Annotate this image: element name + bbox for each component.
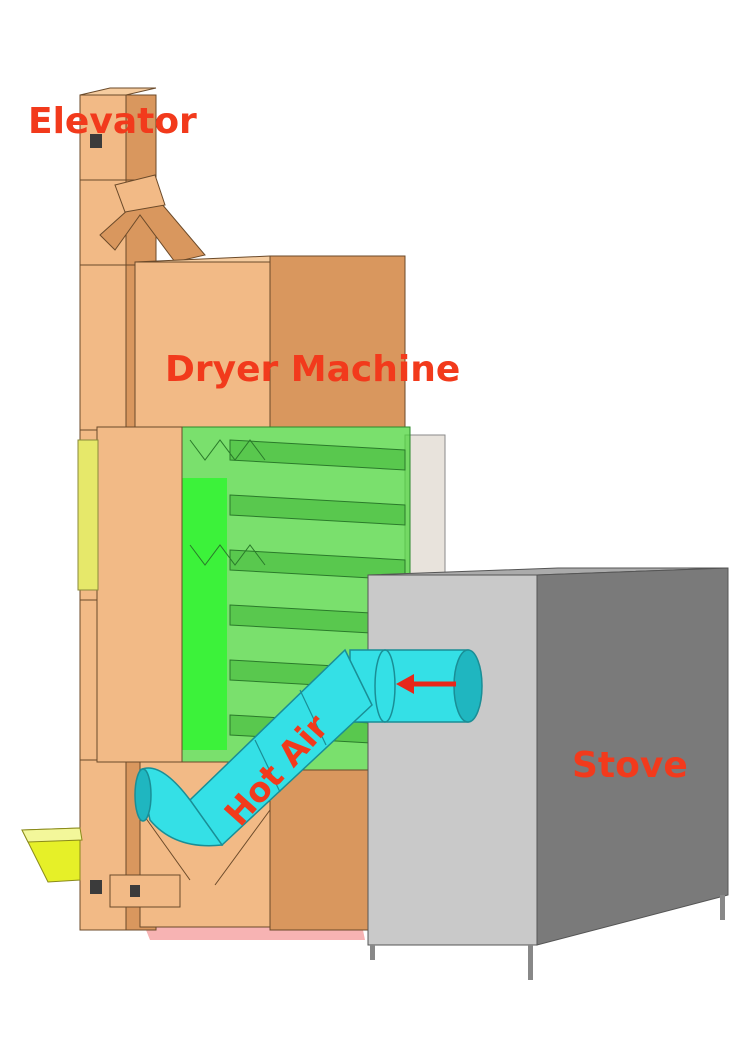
duct-elbow <box>139 767 224 847</box>
duct-outlet-end <box>453 649 483 723</box>
dryer-mid-front <box>96 426 183 763</box>
motor-badge-bottom <box>90 880 102 894</box>
dryer-back-panel <box>404 434 446 576</box>
elevator-head-top <box>79 87 157 96</box>
dryer-upper-front <box>134 261 271 428</box>
bottom-conveyor <box>109 874 181 908</box>
label-elevator: Elevator <box>28 101 197 142</box>
zigzag-ducts <box>189 439 266 461</box>
stove-leg <box>370 945 375 960</box>
side-vent <box>77 439 99 591</box>
stove-side <box>536 567 729 946</box>
feed-chute-face <box>114 174 166 213</box>
dryer-upper-side <box>269 255 406 428</box>
hot-air-duct <box>134 648 483 847</box>
dryer-lower-side <box>269 769 371 931</box>
stove <box>367 567 729 980</box>
stove-front <box>367 574 538 946</box>
dryer-machine <box>77 255 446 931</box>
label-stove: Stove <box>572 745 688 786</box>
drying-section-core <box>182 478 227 750</box>
airflow-arrow-head <box>396 674 414 694</box>
label-dryer-machine: Dryer Machine <box>165 349 460 390</box>
motor-badge-top <box>90 134 102 148</box>
